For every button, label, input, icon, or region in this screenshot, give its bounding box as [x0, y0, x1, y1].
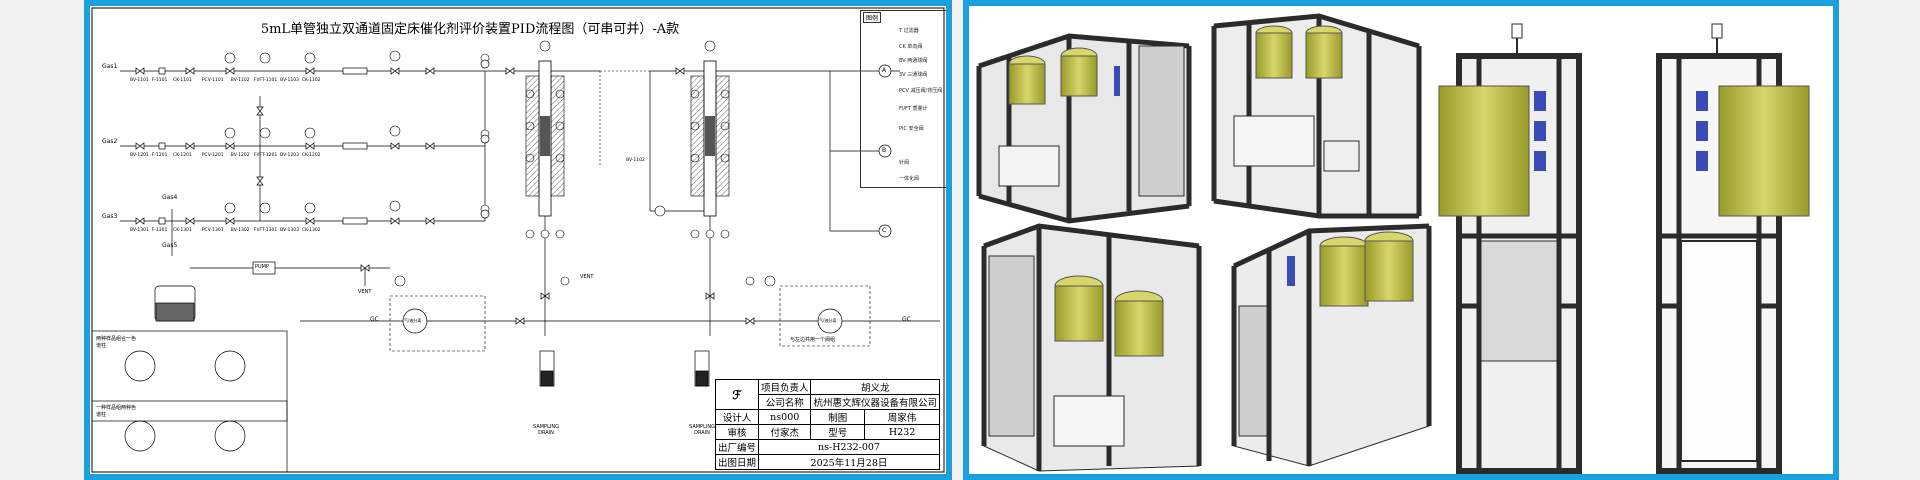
design-name: ns000 [757, 409, 812, 425]
draw-name: 周家伟 [864, 409, 940, 425]
model-label: 型号 [810, 424, 866, 440]
gas2-label: Gas2 [102, 138, 118, 145]
tag: CK-1102 [301, 78, 321, 83]
legend-item: 3V 三通球阀 [899, 72, 928, 78]
manager-name: 胡义龙 [810, 379, 940, 395]
tag: BV-1102 [230, 78, 250, 83]
pid-diagram-panel: 5mL单管独立双通道固定床催化剂评价装置PID流程图（可串可并）-A款 Gas1… [84, 0, 952, 480]
render-iso-top-middle [1211, 13, 1422, 219]
legend-item: 针阀 [899, 160, 910, 166]
render-front-view [1438, 23, 1582, 474]
company-name: 杭州惠文辉仪器设备有限公司 [810, 394, 940, 410]
drawing-no: ns-H232-007 [757, 439, 941, 455]
vent-label-mid: VENT [580, 274, 594, 280]
tag: CK-1302 [301, 228, 321, 233]
outlet-markers [480, 59, 892, 238]
tag: BV-1201 [130, 153, 149, 158]
design-label: 设计人 [714, 409, 759, 425]
tag: PCV-1201 [201, 153, 224, 158]
gas3-label: Gas3 [102, 213, 118, 220]
inset-bottom-label: 一种样品组两种色谱柱 [96, 405, 137, 418]
page-title: 5mL单管独立双通道固定床催化剂评价装置PID流程图（可串可并）-A款 [260, 22, 680, 37]
separators [154, 285, 710, 387]
legend-title: 图例 [863, 12, 882, 23]
model-name: H232 [864, 424, 940, 440]
tag: CK-1101 [173, 78, 192, 83]
tag: F-1101 [151, 78, 168, 83]
tag: FI/FT-1201 [253, 153, 278, 158]
date-label: 出图日期 [714, 454, 759, 470]
line2-tags: BV-1201 F-1201 CK-1201 PCV-1201 BV-1202 … [130, 153, 321, 158]
insets [91, 330, 288, 473]
render-iso-top-left [976, 33, 1192, 224]
reactor-right [690, 60, 730, 217]
pid-drawing [91, 7, 945, 473]
gas4-label: Gas4 [162, 194, 178, 201]
gc-box-left-label: 气/液分离 [404, 318, 422, 323]
legend-item: PCV 减压阀/背压阀 [899, 88, 943, 94]
tag: PCV-1101 [201, 78, 224, 83]
tag: CK-1301 [173, 228, 192, 233]
date-value: 2025年11月28日 [757, 454, 941, 470]
legend-item: 一体化阀 [899, 176, 920, 182]
legend-item: T 过滤器 [899, 28, 919, 34]
tag: BV-1303 [280, 228, 299, 233]
legend-item: PIC 安全阀 [899, 126, 924, 132]
gas5-label: Gas5 [162, 242, 178, 249]
legend-item: BV 两通球阀 [899, 58, 928, 64]
vent-label-left: VENT [358, 289, 372, 295]
review-name: 付家杰 [757, 424, 812, 440]
pump-label: PUMP [255, 264, 270, 270]
tag: FI/FT-1301 [253, 228, 278, 233]
legend-item: FI/FT 质量计 [899, 106, 928, 112]
gc-label-right: GC [902, 316, 911, 323]
drain-label-right: SAMPLING DRAIN [689, 424, 715, 436]
company-label: 公司名称 [757, 394, 812, 410]
valve-symbols [135, 67, 755, 325]
review-label: 审核 [714, 424, 759, 440]
gc-box-right [779, 285, 871, 347]
drawing-no-label: 出厂编号 [714, 439, 759, 455]
legend-item: CK 单向阀 [899, 44, 923, 50]
tag: BV-1103 [280, 78, 299, 83]
equipment-renders [976, 13, 1810, 474]
render-rear-view [1656, 23, 1810, 474]
shared-valve-note: 与左边共用一个阀组 [790, 337, 836, 343]
render-iso-bottom-left [981, 223, 1202, 472]
tag: BV-1101 [130, 78, 149, 83]
tag: FI/FT-1101 [253, 78, 278, 83]
equipment-render-panel [963, 0, 1839, 480]
gc-label-left: GC [370, 316, 379, 323]
tag: PCV-1301 [201, 228, 224, 233]
pump [252, 261, 276, 275]
outlet-b-label: B [882, 147, 887, 154]
tag: CK-1201 [173, 153, 192, 158]
tag: BV-1301 [130, 228, 149, 233]
gc-box-left [389, 295, 486, 352]
reactor-left [525, 60, 565, 217]
drain-label-left: SAMPLING DRAIN [533, 424, 559, 436]
title-block: ℱ 项目负责人 胡义龙 公司名称 杭州惠文辉仪器设备有限公司 设计人 ns000… [714, 379, 941, 470]
line3-tags: BV-1301 F-1301 CK-1301 PCV-1301 BV-1302 … [130, 228, 321, 233]
tag: BV-1203 [280, 153, 299, 158]
tag: CK-1202 [301, 153, 321, 158]
company-logo: ℱ [714, 379, 759, 410]
tag: BV-1202 [230, 153, 250, 158]
legend: 图例 T 过滤器 CK 单向阀 BV 两通球阀 3V 三通球阀 PCV 减压阀/… [860, 10, 946, 188]
draw-label: 制图 [810, 409, 866, 425]
outlet-c-label: C [882, 227, 887, 234]
inset-top-label: 两种样品组合一色谱柱 [96, 336, 137, 349]
tag: BV-1302 [230, 228, 250, 233]
gas1-label: Gas1 [102, 63, 118, 70]
bv-mid-tag: BV-1102 [626, 158, 645, 163]
line1-tags: BV-1101 F-1101 CK-1101 PCV-1101 BV-1102 … [130, 78, 321, 83]
gc-box-right-label: 气/液分离 [819, 318, 837, 323]
outlet-a-label: A [882, 67, 887, 74]
tag: F-1301 [151, 228, 168, 233]
tag: F-1201 [151, 153, 168, 158]
manager-label: 项目负责人 [757, 379, 812, 395]
render-iso-bottom-middle [1231, 223, 1432, 467]
